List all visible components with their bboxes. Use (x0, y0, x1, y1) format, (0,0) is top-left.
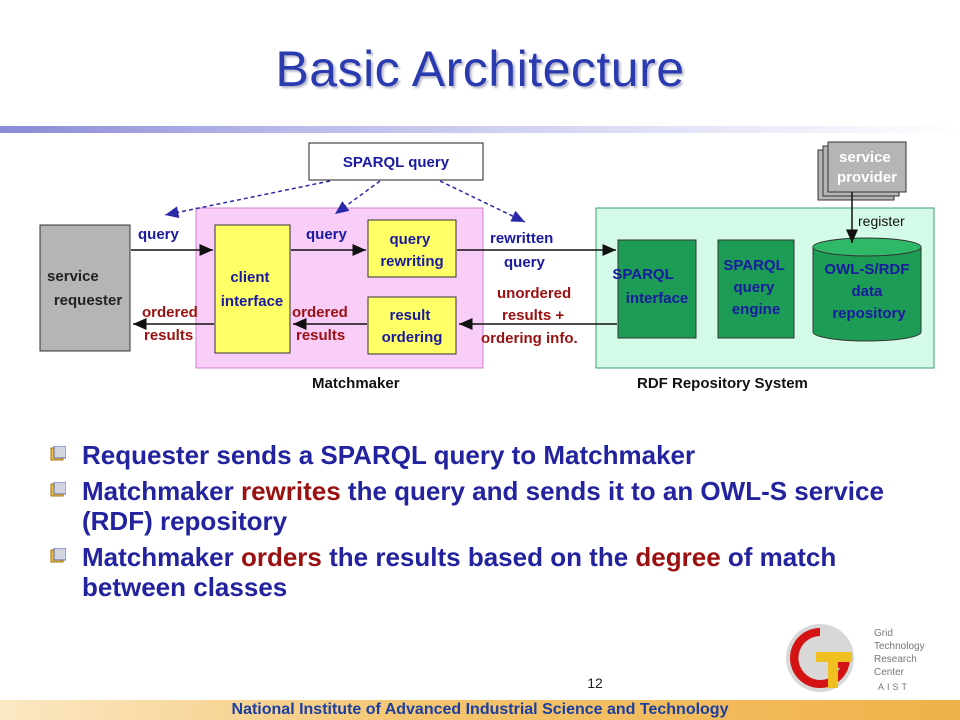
bullet-list: Requester sends a SPARQL query to Matchm… (50, 440, 930, 608)
query-label-1: query (138, 226, 180, 243)
repository-cylinder (812, 237, 922, 342)
query-rewriting-label: query rewriting (380, 231, 443, 270)
query-rewriting-box (367, 219, 457, 278)
sparql-interface-label: SPARQL interface (612, 266, 688, 307)
bullet-text: Requester sends a SPARQL query to Matchm… (82, 440, 696, 470)
rdf-system-label: RDF Repository System (637, 375, 808, 392)
bullet-icon (50, 446, 66, 461)
query-label-2: query (306, 226, 348, 243)
bullet-icon (50, 548, 66, 563)
dashed-arrow-to-requester (164, 180, 331, 219)
service-requester-box (39, 224, 131, 352)
dashed-arrow-to-repository (439, 180, 526, 223)
bullet-text: the results based on the (321, 542, 636, 572)
repository-label: OWL-S/RDF data repository (824, 261, 913, 322)
bullet-highlight: orders (240, 542, 322, 572)
architecture-diagram: SPARQL query service requester client in… (39, 141, 935, 392)
bullet-item: Requester sends a SPARQL query to Matchm… (50, 440, 930, 470)
bullet-highlight: degree (635, 542, 721, 572)
service-provider-label: service provider (837, 149, 897, 186)
client-interface-box (214, 224, 291, 354)
sparql-engine-label: SPARQL query engine (723, 257, 788, 318)
bullet-icon (50, 482, 66, 497)
page-title: Basic Architecture (275, 41, 685, 97)
client-interface-label: client interface (221, 269, 284, 310)
bullet-item: Matchmaker orders the results based on t… (50, 542, 930, 602)
service-provider-stack (817, 141, 907, 201)
bullet-text: of match between classes (82, 542, 837, 602)
matchmaker-label: Matchmaker (312, 375, 400, 392)
bullet-text: Matchmaker (82, 476, 241, 506)
logo-line: Center (874, 667, 905, 678)
sparql-query-box (308, 142, 484, 181)
sparql-query-label: SPARQL query (343, 154, 450, 171)
result-ordering-label: result ordering (382, 307, 443, 346)
page-number: 12 (587, 675, 603, 691)
sparql-engine-box (717, 239, 795, 339)
logo-line: Grid (874, 628, 893, 639)
bullet-text: Matchmaker (82, 542, 241, 572)
rewritten-query-label: rewritten query (490, 230, 558, 271)
logo-line: AIST (878, 682, 910, 692)
ordered-results-label-2: ordered results (292, 304, 352, 344)
ordered-results-label-1: ordered results (142, 304, 202, 344)
footer-bar: National Institute of Advanced Industria… (0, 700, 960, 720)
logo-line: Technology (874, 641, 925, 652)
service-requester-label: service requester (47, 268, 122, 309)
sparql-interface-box (617, 239, 697, 339)
title-underline (0, 126, 960, 133)
bullet-text: the query and sends it to an OWL-S servi… (82, 476, 884, 536)
bullet-highlight: rewrites (240, 476, 341, 506)
result-ordering-box (367, 296, 457, 355)
unordered-results-label: unordered results + ordering info. (481, 285, 578, 347)
dashed-arrow-to-matchmaker (334, 180, 381, 215)
register-label: register (858, 213, 905, 229)
bullet-item: Matchmaker rewrites the query and sends … (50, 476, 930, 536)
footer-text: National Institute of Advanced Industria… (231, 701, 729, 718)
gtrc-aist-logo: Grid Technology Research Center AIST (786, 624, 925, 692)
logo-line: Research (874, 654, 917, 665)
